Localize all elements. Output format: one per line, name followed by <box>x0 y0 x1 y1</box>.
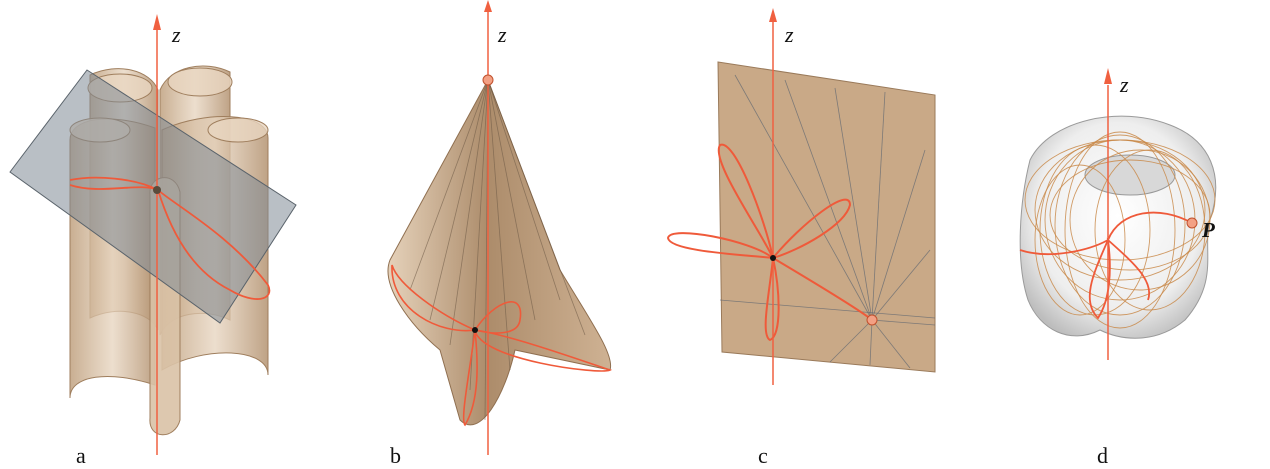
z-axis-label-d: z <box>1120 72 1129 97</box>
z-axis-label-c: z <box>785 22 794 47</box>
apex-point-b <box>482 74 494 86</box>
rose-curve-c <box>666 143 873 342</box>
origin-point-c <box>770 255 776 261</box>
figure-b-graphic <box>387 0 613 455</box>
origin-point-b <box>472 327 478 333</box>
caption-a: a <box>76 443 86 468</box>
z-axis-arrow-b <box>484 0 492 12</box>
petal-top-outer-right <box>207 117 269 143</box>
z-axis-arrow-d <box>1104 68 1112 84</box>
cutting-plane <box>9 69 297 324</box>
figure-a-graphic <box>9 14 297 455</box>
caption-d: d <box>1097 443 1108 468</box>
marked-point-c <box>866 314 878 326</box>
figure-c-graphic <box>666 8 936 385</box>
point-p <box>1186 217 1198 229</box>
z-axis-label-b: z <box>498 22 507 47</box>
rose-curve-b <box>391 264 613 427</box>
origin-point-a <box>153 186 161 194</box>
z-axis-arrow-c <box>769 8 777 22</box>
surface-hole <box>1084 154 1176 196</box>
plane-lines <box>719 74 936 369</box>
panel-b: z b <box>320 0 640 469</box>
z-axis-label-a: z <box>172 22 181 47</box>
surface-curves <box>1024 131 1216 329</box>
cone-surface <box>387 78 612 426</box>
figure-d-graphic <box>1019 68 1217 360</box>
caption-b: b <box>390 443 401 468</box>
caption-c: c <box>758 443 768 468</box>
surface-body <box>1019 115 1217 339</box>
panel-c: z c <box>640 0 970 469</box>
z-axis-arrow-a <box>153 14 161 30</box>
panel-a: z a <box>0 0 320 469</box>
point-p-label: P <box>1202 218 1215 242</box>
petal-top-right <box>167 67 233 97</box>
panel-d: z P d <box>970 0 1270 469</box>
cone-rulings <box>409 79 586 421</box>
